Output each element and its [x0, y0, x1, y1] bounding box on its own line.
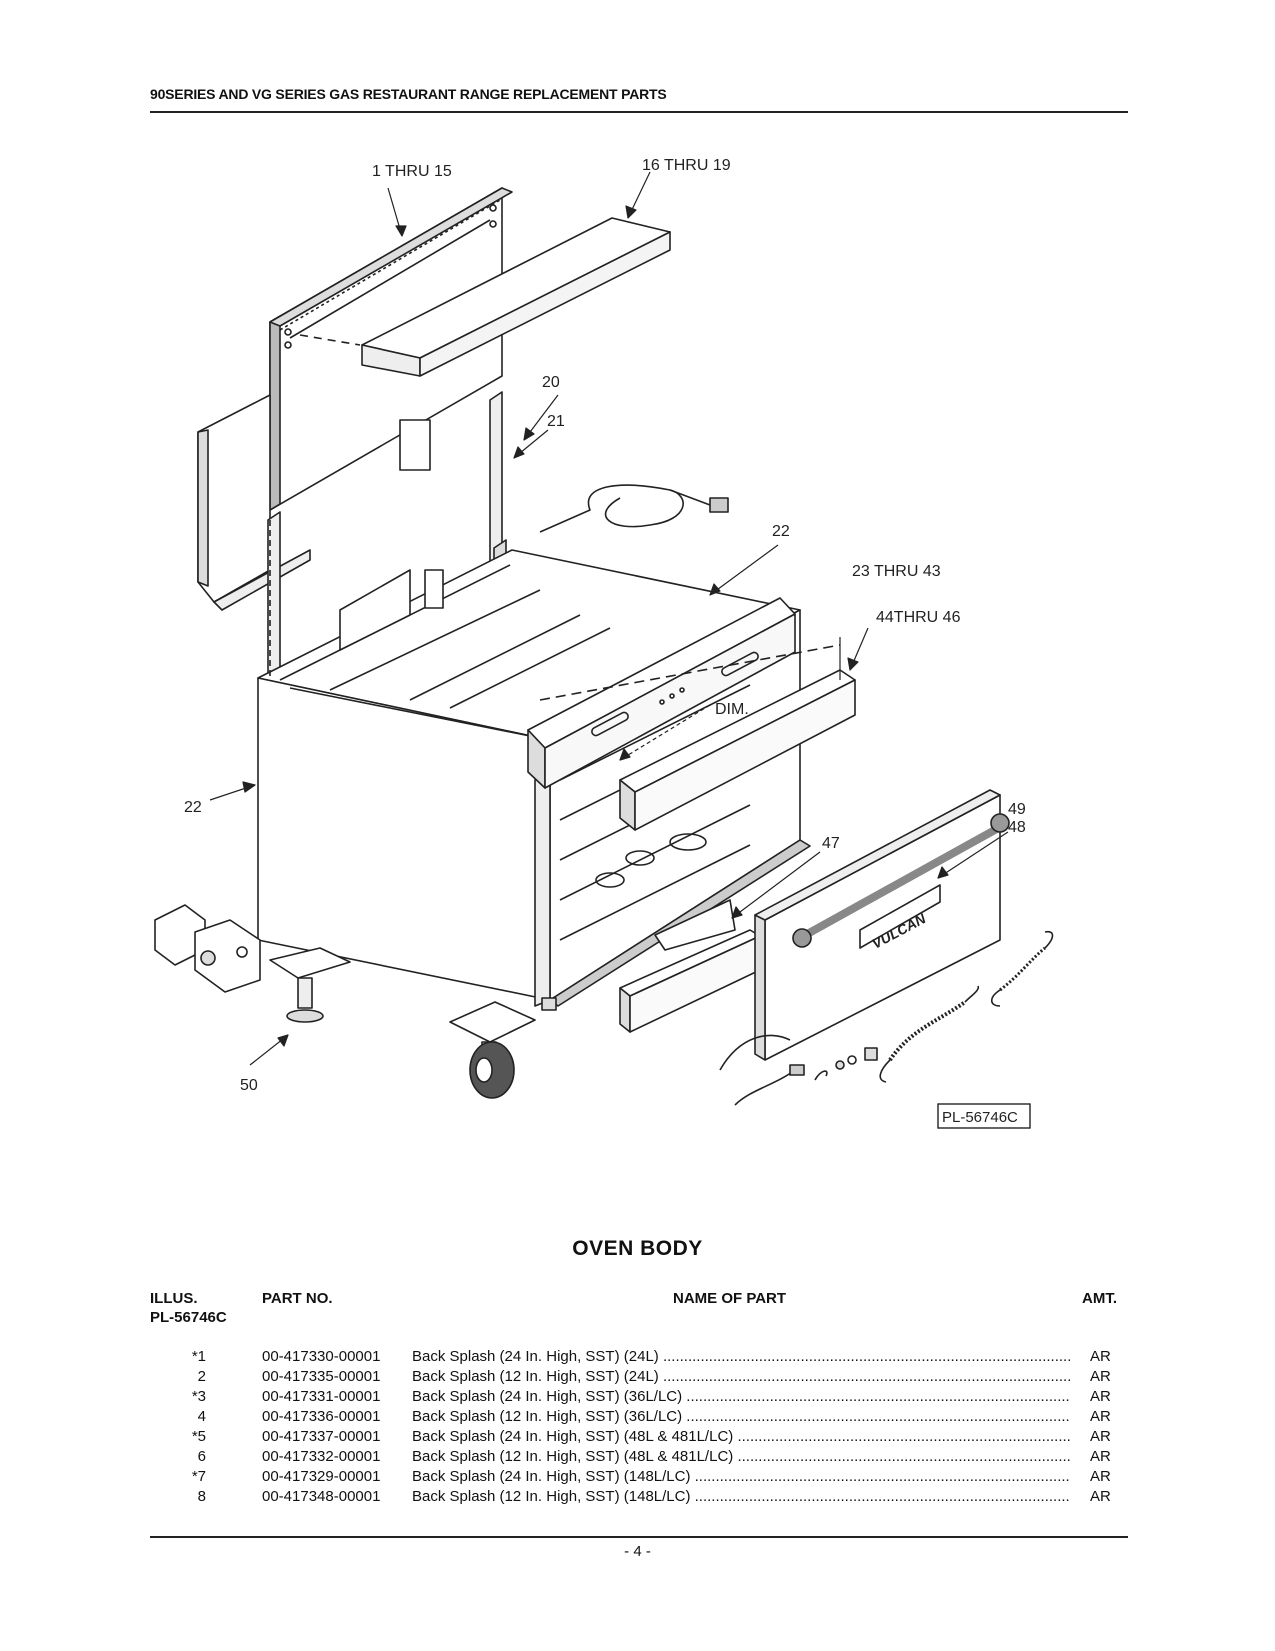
callout-1-thru-15: 1 THRU 15	[372, 163, 452, 180]
row-amount: AR	[1090, 1428, 1111, 1445]
page-number: - 4 -	[624, 1543, 651, 1560]
row-name: Back Splash (12 In. High, SST) (24L)	[412, 1367, 1070, 1387]
adjustable-leg	[269, 947, 351, 1023]
row-illus: *5	[191, 1428, 206, 1445]
row-illus: 8	[197, 1488, 206, 1505]
door-springs	[879, 930, 1054, 1083]
row-illus: *3	[191, 1388, 206, 1405]
header-amount: AMT.	[1082, 1290, 1117, 1307]
callout-dim: DIM.	[715, 701, 749, 718]
callout-23-thru-43: 23 THRU 43	[852, 563, 941, 580]
caster-wheel	[449, 1001, 536, 1099]
junction-box	[154, 904, 261, 993]
callout-48: 48	[1008, 819, 1026, 836]
row-amount: AR	[1090, 1468, 1111, 1485]
row-amount: AR	[1090, 1388, 1111, 1405]
front-manifold-panel	[527, 597, 841, 789]
row-amount: AR	[1090, 1488, 1111, 1505]
row-name: Back Splash (24 In. High, SST) (148L/LC)	[412, 1467, 1070, 1487]
leader-lines	[209, 171, 1009, 1066]
callout-21: 21	[547, 413, 565, 430]
row-part-no: 00-417335-00001	[262, 1368, 381, 1385]
plate-id-label: PL-56746C	[942, 1109, 1018, 1126]
row-part-no: 00-417330-00001	[262, 1348, 381, 1365]
callout-22-side: 22	[184, 799, 202, 816]
kick-panel	[619, 669, 856, 831]
row-illus: *7	[191, 1468, 206, 1485]
section-title: OVEN BODY	[572, 1237, 703, 1260]
side-panel-left	[197, 394, 431, 611]
power-cord	[539, 484, 729, 533]
row-part-no: 00-417336-00001	[262, 1408, 381, 1425]
row-name: Back Splash (12 In. High, SST) (36L/LC)	[412, 1407, 1070, 1427]
footer-rule	[150, 1536, 1128, 1538]
row-part-no: 00-417329-00001	[262, 1468, 381, 1485]
row-part-no: 00-417331-00001	[262, 1388, 381, 1405]
bottom-rail	[619, 899, 761, 1033]
row-name: Back Splash (24 In. High, SST) (36L/LC)	[412, 1387, 1070, 1407]
header-rule	[150, 111, 1128, 113]
table-row: 2 00-417335-00001 Back Splash (12 In. Hi…	[150, 1367, 1115, 1387]
table-row: *3 00-417331-00001 Back Splash (24 In. H…	[150, 1387, 1115, 1407]
row-amount: AR	[1090, 1408, 1111, 1425]
door-hinge	[719, 1034, 878, 1106]
callout-47: 47	[822, 835, 840, 852]
row-amount: AR	[1090, 1448, 1111, 1465]
row-illus: 2	[197, 1368, 206, 1385]
header-illus: ILLUS.	[150, 1290, 198, 1307]
table-row: 8 00-417348-00001 Back Splash (12 In. Hi…	[150, 1487, 1115, 1507]
row-illus: 6	[197, 1448, 206, 1465]
row-name: Back Splash (12 In. High, SST) (148L/LC)	[412, 1487, 1070, 1507]
callout-16-thru-19: 16 THRU 19	[642, 157, 731, 174]
table-row: *5 00-417337-00001 Back Splash (24 In. H…	[150, 1427, 1115, 1447]
table-row: *7 00-417329-00001 Back Splash (24 In. H…	[150, 1467, 1115, 1487]
row-name: Back Splash (24 In. High, SST) (48L & 48…	[412, 1427, 1070, 1447]
table-row: *1 00-417330-00001 Back Splash (24 In. H…	[150, 1347, 1115, 1367]
parts-list: *1 00-417330-00001 Back Splash (24 In. H…	[150, 1347, 1115, 1507]
row-illus: 4	[197, 1408, 206, 1425]
row-name: Back Splash (12 In. High, SST) (48L & 48…	[412, 1447, 1070, 1467]
header-illus-plate: PL-56746C	[150, 1309, 227, 1326]
callout-20: 20	[542, 374, 560, 391]
row-part-no: 00-417337-00001	[262, 1428, 381, 1445]
callout-22-top: 22	[772, 523, 790, 540]
oven-body-frame	[257, 520, 801, 1001]
callout-49: 49	[1008, 801, 1026, 818]
oven-door: VULCAN	[754, 789, 1010, 1061]
row-amount: AR	[1090, 1348, 1111, 1365]
exploded-parts-diagram: VULCAN	[154, 157, 1054, 1129]
callout-44-thru-46: 44THRU 46	[876, 609, 961, 626]
table-row: 6 00-417332-00001 Back Splash (12 In. Hi…	[150, 1447, 1115, 1467]
row-part-no: 00-417348-00001	[262, 1488, 381, 1505]
page-header-title: 90SERIES AND VG SERIES GAS RESTAURANT RA…	[150, 86, 667, 102]
row-amount: AR	[1090, 1368, 1111, 1385]
high-shelf	[361, 217, 671, 377]
header-part-no: PART NO.	[262, 1290, 333, 1307]
row-part-no: 00-417332-00001	[262, 1448, 381, 1465]
table-row: 4 00-417336-00001 Back Splash (12 In. Hi…	[150, 1407, 1115, 1427]
callout-50: 50	[240, 1077, 258, 1094]
row-illus: *1	[191, 1348, 206, 1365]
header-name-of-part: NAME OF PART	[673, 1290, 787, 1307]
row-name: Back Splash (24 In. High, SST) (24L)	[412, 1347, 1070, 1367]
